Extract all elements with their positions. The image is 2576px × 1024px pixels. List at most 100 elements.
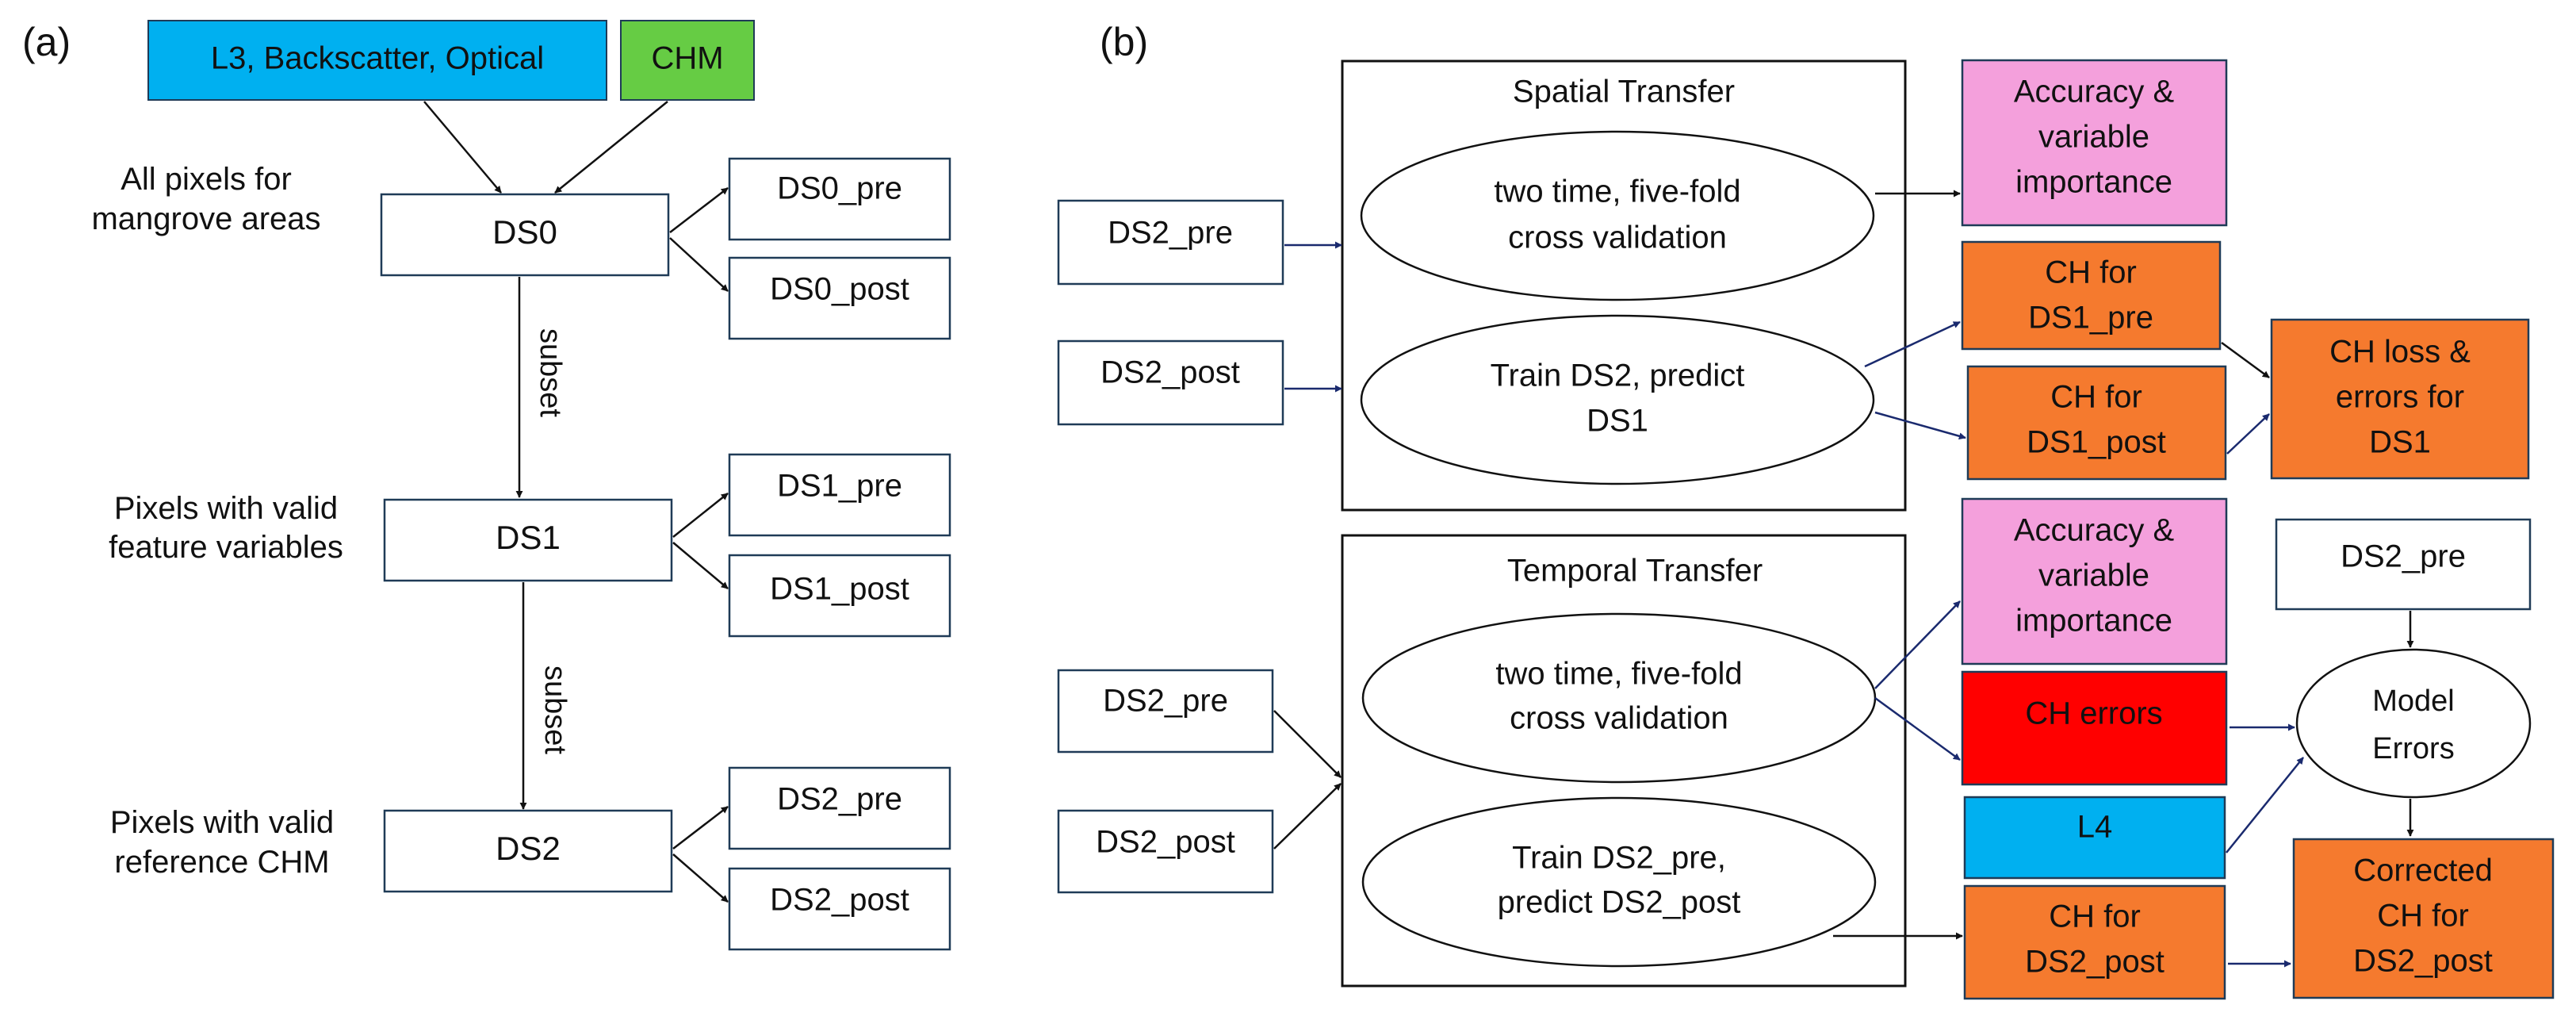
temporal-l4-label: L4: [2077, 810, 2113, 845]
ds0-label: DS0: [492, 213, 557, 251]
temporal-ch-post-line1: CH for: [2049, 899, 2141, 934]
source-chm-rect: [620, 20, 755, 101]
ds0-pre-box: [728, 157, 951, 241]
arrow-temporal-in-post: [1273, 783, 1342, 849]
arrow-ds0-to-pre: [669, 187, 729, 233]
ds1-post-label: DS1_post: [770, 572, 909, 607]
ds2-label: DS2: [496, 830, 561, 867]
arrow-temporal-in-pre: [1273, 710, 1342, 778]
corrected-ch-line3: DS2_post: [2353, 944, 2493, 979]
arrow-ds2-to-post: [672, 853, 729, 903]
ds1-pre-box: [728, 453, 951, 537]
spatial-loss-box: [2270, 318, 2530, 480]
ds2-post-label: DS2_post: [770, 883, 909, 918]
spatial-accuracy-line1: Accuracy &: [2014, 75, 2175, 109]
ds1-desc-line1: Pixels with valid: [114, 491, 338, 526]
temporal-accuracy-line2: variable: [2038, 558, 2149, 593]
spatial-cv-line2: cross validation: [1508, 221, 1727, 255]
arrow-temporal-cv-to-ch-errors: [1874, 696, 1961, 761]
spatial-accuracy-line3: importance: [2015, 165, 2172, 200]
spatial-cv-line1: two time, five-fold: [1494, 175, 1740, 209]
panel-a: (a) L3, Backscatter, Optical CHM All pix…: [22, 20, 951, 951]
arrow-ds2-to-pre: [672, 806, 729, 849]
panel-b: (b) Spatial Transfer DS2_pre DS2_post tw…: [1057, 20, 2555, 1000]
subset-label-1: subset: [534, 328, 567, 417]
temporal-cv-ellipse: [1361, 612, 1877, 784]
arrow-ds1-to-pre: [672, 493, 729, 538]
temporal-ds2-pre-box: [2275, 518, 2532, 611]
ds1-post-box: [728, 554, 951, 638]
source-l3-label: L3, Backscatter, Optical: [211, 41, 544, 76]
temporal-transfer-title: Temporal Transfer: [1507, 554, 1763, 589]
panel-b-label: (b): [1100, 20, 1148, 64]
arrow-ds0-to-post: [669, 237, 729, 292]
temporal-l4-box: [1963, 796, 2226, 880]
subset-label-2: subset: [538, 665, 572, 754]
model-errors-ellipse: [2295, 648, 2532, 799]
spatial-cv-ellipse: [1360, 130, 1875, 301]
ds2-pre-label: DS2_pre: [777, 782, 902, 817]
temporal-ch-post-box: [1963, 884, 2226, 1000]
ds2-desc-line2: reference CHM: [114, 845, 329, 880]
ds0-pre-label: DS0_pre: [777, 171, 902, 206]
ds1-box: [383, 498, 673, 582]
spatial-loss-line1: CH loss &: [2329, 335, 2471, 370]
ds0-box: [380, 193, 670, 277]
arrow-l4-to-model-errors: [2226, 757, 2304, 853]
temporal-in-pre-label: DS2_pre: [1103, 684, 1228, 719]
arrow-ch-pre-to-loss: [2221, 341, 2270, 379]
temporal-train-ellipse: [1361, 796, 1877, 968]
spatial-accuracy-box: [1961, 59, 2228, 227]
ds2-box: [383, 809, 673, 893]
arrow-spatial-train-to-ch-pre: [1864, 320, 1961, 368]
arrow-chm-to-ds0: [554, 101, 668, 194]
corrected-ch-line1: Corrected: [2353, 853, 2493, 888]
temporal-ch-errors-box: [1961, 670, 2228, 786]
ds1-label: DS1: [496, 519, 561, 556]
spatial-in-pre-label: DS2_pre: [1108, 216, 1233, 251]
spatial-in-post-box: [1057, 339, 1284, 426]
temporal-in-post-label: DS2_post: [1096, 825, 1235, 860]
spatial-ch-post-line2: DS1_post: [2027, 425, 2166, 460]
arrow-ds1-to-post: [672, 542, 729, 589]
temporal-in-post-box: [1057, 809, 1274, 894]
temporal-ds2-pre-label: DS2_pre: [2341, 539, 2466, 574]
model-errors-line1: Model: [2372, 685, 2455, 718]
spatial-ch-pre-line1: CH for: [2045, 255, 2137, 290]
spatial-transfer-title: Spatial Transfer: [1513, 75, 1735, 109]
ds2-desc-line1: Pixels with valid: [110, 805, 334, 840]
temporal-train-line2: predict DS2_post: [1498, 885, 1741, 920]
temporal-cv-line2: cross validation: [1510, 701, 1728, 736]
ds2-post-box: [728, 867, 951, 951]
ds1-desc-line2: feature variables: [109, 530, 343, 565]
source-chm-box: CHM: [620, 20, 755, 101]
ds0-desc-line2: mangrove areas: [91, 201, 320, 236]
temporal-transfer-frame: [1341, 534, 1907, 988]
corrected-ch-line2: CH for: [2377, 899, 2469, 934]
temporal-ch-post-line2: DS2_post: [2025, 945, 2165, 980]
spatial-ch-pre-line2: DS1_pre: [2028, 301, 2153, 336]
spatial-accuracy-line2: variable: [2038, 120, 2149, 155]
model-errors-line2: Errors: [2372, 732, 2454, 765]
panel-a-label: (a): [22, 20, 71, 64]
ds1-pre-label: DS1_pre: [777, 469, 902, 504]
ds0-desc-line1: All pixels for: [121, 162, 292, 197]
spatial-train-line1: Train DS2, predict: [1491, 359, 1745, 393]
arrow-temporal-cv-to-accuracy: [1874, 600, 1961, 689]
temporal-train-line1: Train DS2_pre,: [1512, 841, 1726, 876]
spatial-train-ellipse: [1360, 314, 1875, 485]
arrow-ch-post-to-loss: [2226, 413, 2270, 454]
spatial-in-post-label: DS2_post: [1100, 355, 1240, 390]
spatial-loss-line3: DS1: [2369, 425, 2431, 460]
spatial-loss-line2: errors for: [2336, 380, 2464, 415]
arrow-spatial-train-to-ch-post: [1874, 411, 1966, 440]
temporal-accuracy-box: [1961, 497, 2228, 665]
ds0-post-label: DS0_post: [770, 272, 909, 307]
spatial-ch-post-box: [1966, 365, 2227, 481]
temporal-accuracy-line3: importance: [2015, 604, 2172, 639]
spatial-transfer-frame: [1341, 59, 1907, 512]
arrow-l3-to-ds0: [423, 101, 502, 194]
temporal-in-pre-box: [1057, 669, 1274, 754]
spatial-ch-post-line1: CH for: [2050, 380, 2142, 415]
